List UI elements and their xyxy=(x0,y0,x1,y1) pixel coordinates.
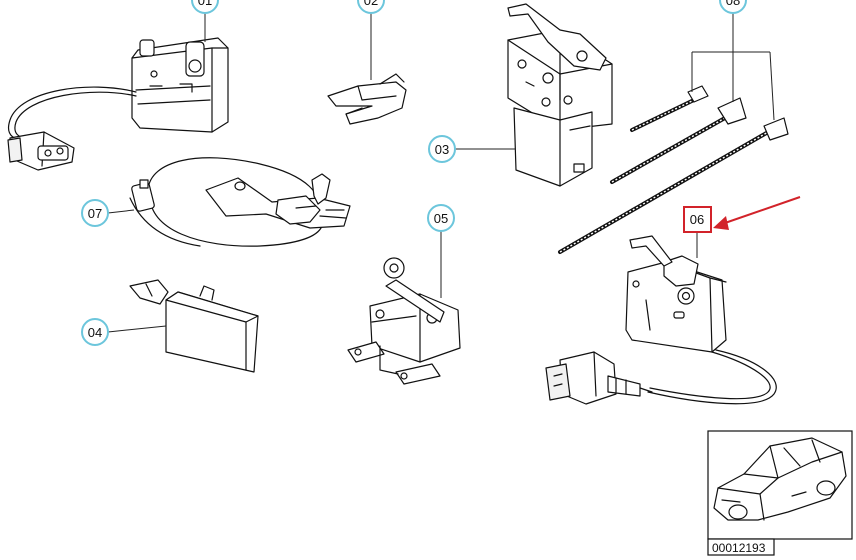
callout-02-label: 02 xyxy=(364,0,378,8)
diagram-number: 00012193 xyxy=(712,541,766,555)
part-03-lever[interactable] xyxy=(507,3,607,71)
part-06-cable xyxy=(647,349,777,405)
part-06-switch[interactable] xyxy=(625,235,727,353)
part-01-cable xyxy=(8,86,137,141)
callout-03-label: 03 xyxy=(435,142,449,157)
callout-07[interactable]: 07 xyxy=(81,199,109,227)
callout-04[interactable]: 04 xyxy=(81,318,109,346)
callout-06-highlighted[interactable]: 06 xyxy=(683,206,712,233)
callout-05-label: 05 xyxy=(434,211,448,226)
car-outline-icon xyxy=(713,437,847,521)
callout-08-label: 08 xyxy=(726,0,740,8)
part-06-connector[interactable] xyxy=(545,351,653,405)
callout-08[interactable]: 08 xyxy=(719,0,747,14)
callout-03[interactable]: 03 xyxy=(428,135,456,163)
callout-05[interactable]: 05 xyxy=(427,204,455,232)
vehicle-thumbnail: 00012193 xyxy=(707,430,853,556)
part-07-connector[interactable] xyxy=(131,179,155,212)
part-05-switch[interactable] xyxy=(347,257,461,385)
part-01-switch[interactable] xyxy=(131,37,229,133)
highlight-arrow xyxy=(713,196,801,230)
callout-06-label: 06 xyxy=(690,212,704,227)
callout-04-label: 04 xyxy=(88,325,102,340)
part-08-cable-ties[interactable] xyxy=(558,85,789,254)
callout-07-label: 07 xyxy=(88,206,102,221)
callout-01[interactable]: 01 xyxy=(191,0,219,14)
part-01-connector[interactable] xyxy=(7,131,75,171)
part-07-switch[interactable] xyxy=(205,173,351,229)
part-04-cover[interactable] xyxy=(129,279,259,373)
part-02-bracket[interactable] xyxy=(327,73,407,125)
callout-01-label: 01 xyxy=(198,0,212,8)
leader-lines xyxy=(107,13,775,333)
callout-02[interactable]: 02 xyxy=(357,0,385,14)
